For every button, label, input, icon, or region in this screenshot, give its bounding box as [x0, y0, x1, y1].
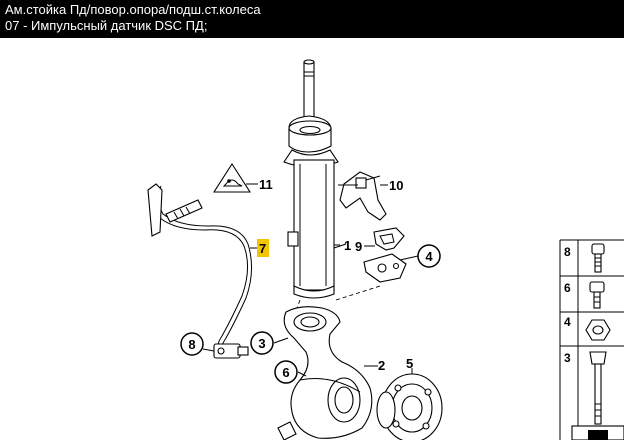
parts-diagram: 1 2 5 10 9 11 7 4 8 3 6 8 6 4 3 [147, 59, 624, 440]
bracket-part-10[interactable] [339, 171, 387, 221]
callout-2[interactable]: 2 [378, 358, 385, 373]
svg-text:4: 4 [425, 249, 433, 264]
bracket-part-4[interactable] [363, 253, 407, 283]
callout-4[interactable]: 4 [417, 244, 441, 268]
corner-box [571, 425, 624, 440]
callout-7-highlight [257, 239, 269, 257]
hex-nut-icon [585, 319, 611, 341]
fastener-legend [559, 239, 624, 440]
page-title: Ам.стойка Пд/повор.опора/подш.ст.колеса [5, 2, 261, 17]
legend-4[interactable]: 4 [564, 315, 571, 329]
long-bolt-icon [589, 351, 607, 425]
callout-7[interactable]: 7 [259, 241, 266, 256]
legend-8[interactable]: 8 [564, 245, 571, 259]
socket-bolt-icon [591, 243, 605, 273]
callout-6[interactable]: 6 [274, 360, 298, 384]
callout-9[interactable]: 9 [355, 239, 362, 254]
header-bar: Ам.стойка Пд/повор.опора/подш.ст.колеса … [0, 0, 624, 38]
flange-bolt-icon [589, 281, 605, 309]
svg-text:8: 8 [188, 337, 195, 352]
steering-knuckle-part[interactable] [277, 306, 373, 440]
warning-label-part[interactable] [212, 162, 252, 193]
callout-1[interactable]: 1 [344, 238, 351, 253]
page-subtitle: 07 - Импульсный датчик DSC ПД; [5, 18, 208, 33]
strut-part[interactable] [283, 59, 347, 299]
callout-10[interactable]: 10 [389, 178, 403, 193]
callout-3[interactable]: 3 [250, 331, 274, 355]
callout-11[interactable]: 11 [259, 177, 273, 192]
clip-part-9[interactable] [373, 227, 405, 251]
svg-text:3: 3 [258, 336, 265, 351]
legend-3[interactable]: 3 [564, 351, 571, 365]
callout-5[interactable]: 5 [406, 356, 413, 371]
wheel-speed-sensor-cable[interactable] [147, 183, 252, 359]
svg-text:6: 6 [282, 365, 289, 380]
legend-6[interactable]: 6 [564, 281, 571, 295]
wheel-hub-part[interactable] [376, 373, 443, 440]
callout-8[interactable]: 8 [180, 332, 204, 356]
